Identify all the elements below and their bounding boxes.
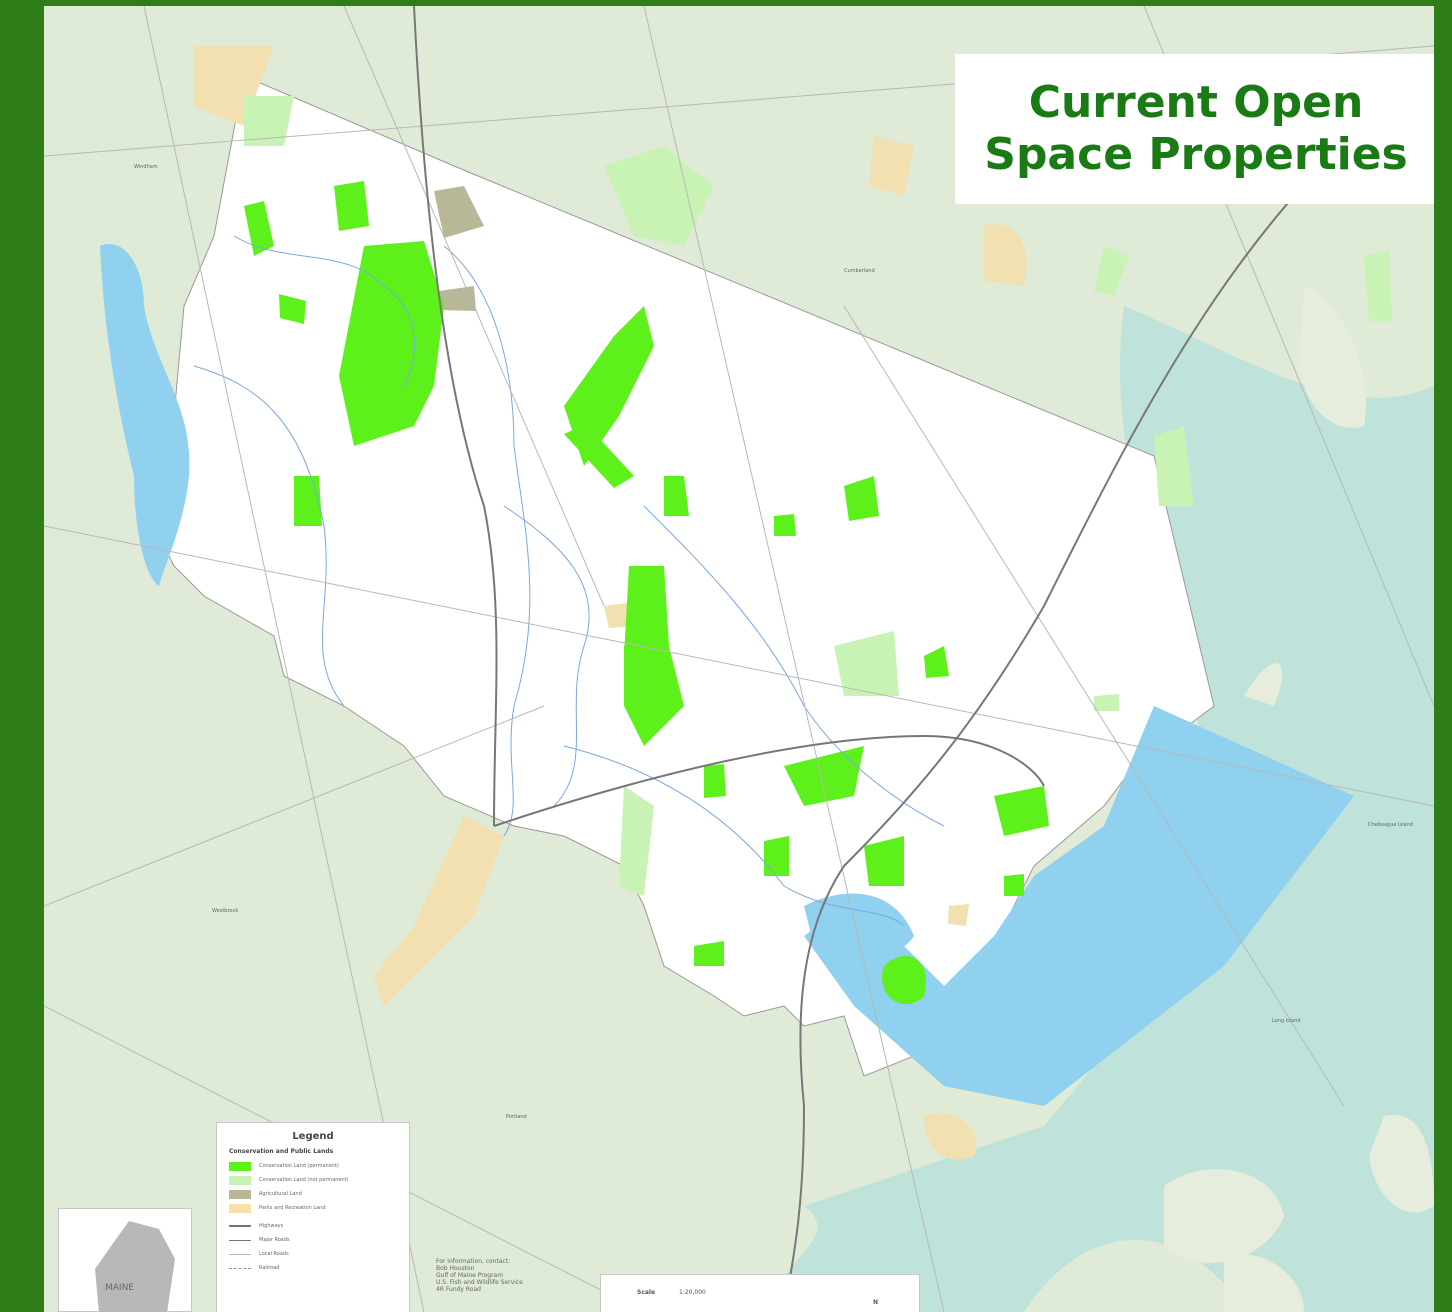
legend-item: Parks and Recreation Land bbox=[229, 1201, 409, 1215]
place-label-cumberland: Cumberland bbox=[844, 268, 875, 274]
legend-line-swatch bbox=[229, 1239, 251, 1241]
locator-inset-map: MAINE bbox=[58, 1208, 192, 1312]
map-title-line-2: Space Properties bbox=[984, 129, 1408, 180]
conservation-not-permanent bbox=[1364, 251, 1392, 321]
legend-item: Agricultural Land bbox=[229, 1187, 409, 1201]
place-label-chebeague: Chebeague Island bbox=[1368, 822, 1413, 828]
place-label-windham: Windham bbox=[134, 164, 158, 170]
legend-line-label: Major Roads bbox=[259, 1237, 290, 1243]
park-land bbox=[374, 816, 504, 1006]
conservation-not-permanent bbox=[1094, 246, 1129, 296]
legend-title: Legend bbox=[292, 1131, 334, 1142]
legend-line-label: Highways bbox=[259, 1223, 284, 1229]
legend-line-label: Local Roads bbox=[259, 1251, 289, 1257]
maine-shape bbox=[95, 1221, 175, 1312]
inlet-water bbox=[804, 893, 914, 956]
scale-label: Scale bbox=[637, 1289, 656, 1296]
conservation-not-permanent bbox=[1094, 694, 1119, 711]
conservation-not-permanent bbox=[604, 146, 714, 246]
agricultural-land bbox=[434, 186, 484, 238]
park-land bbox=[924, 1113, 976, 1160]
agricultural-land bbox=[439, 286, 476, 311]
legend-line-swatch bbox=[229, 1225, 251, 1227]
legend-swatch bbox=[229, 1161, 251, 1171]
bay-water bbox=[804, 706, 1354, 1106]
legend-swatch bbox=[229, 1175, 251, 1185]
legend-item-label: Agricultural Land bbox=[259, 1191, 302, 1197]
map-title-box: Current Open Space Properties bbox=[955, 54, 1434, 204]
open-space-map[interactable]: Windham Cumberland Westbrook Portland Lo… bbox=[44, 6, 1434, 1312]
legend-item-label: Conservation Land (permanent) bbox=[259, 1163, 339, 1169]
legend-line-swatch bbox=[229, 1253, 251, 1255]
island bbox=[1224, 1254, 1304, 1312]
legend-line-item: Railroad bbox=[229, 1261, 409, 1275]
scale-box: Scale 1:20,000 N bbox=[600, 1274, 920, 1312]
conservation-not-permanent bbox=[619, 786, 654, 896]
place-label-westbrook: Westbrook bbox=[212, 908, 239, 914]
park-land bbox=[984, 224, 1027, 286]
legend-line-item: Major Roads bbox=[229, 1233, 409, 1247]
legend-line-item: Local Roads bbox=[229, 1247, 409, 1261]
legend-line-item: Highways bbox=[229, 1219, 409, 1233]
legend-item-label: Conservation Land (not permanent) bbox=[259, 1177, 349, 1183]
legend-line-label: Railroad bbox=[259, 1265, 280, 1271]
scale-value: 1:20,000 bbox=[679, 1289, 706, 1296]
ocean-water bbox=[764, 306, 1434, 1312]
legend-subtitle: Conservation and Public Lands bbox=[229, 1148, 334, 1155]
inset-label: MAINE bbox=[105, 1283, 134, 1293]
contact-line: 4R Fundy Road bbox=[436, 1286, 481, 1293]
map-canvas bbox=[44, 6, 1434, 1312]
legend-item: Conservation Land (not permanent) bbox=[229, 1173, 409, 1187]
place-label-portland: Portland bbox=[506, 1114, 527, 1120]
highways bbox=[413, 6, 1434, 1312]
island bbox=[1299, 286, 1366, 428]
map-title-line-1: Current Open bbox=[1028, 77, 1364, 128]
legend-line-swatch bbox=[229, 1267, 251, 1269]
conservation-not-permanent bbox=[834, 631, 899, 696]
lake-water bbox=[100, 244, 190, 586]
conservation-permanent bbox=[244, 181, 1049, 1005]
legend-item: Conservation Land (permanent) bbox=[229, 1159, 409, 1173]
conservation-not-permanent bbox=[1154, 426, 1194, 506]
contact-line: U.S. Fish and Wildlife Service bbox=[436, 1279, 523, 1286]
legend-swatch bbox=[229, 1203, 251, 1213]
park-land bbox=[948, 904, 969, 926]
rivers bbox=[193, 235, 945, 927]
island bbox=[1244, 663, 1283, 706]
north-arrow-label: N bbox=[873, 1299, 879, 1306]
place-label-long-island: Long Island bbox=[1272, 1018, 1301, 1024]
legend-swatch bbox=[229, 1189, 251, 1199]
conservation-not-permanent bbox=[244, 96, 294, 146]
contact-info: For information, contact: Bob Houston Gu… bbox=[436, 1258, 586, 1293]
contact-line: Bob Houston bbox=[436, 1265, 475, 1272]
contact-line: Gulf of Maine Program bbox=[436, 1272, 504, 1279]
park-land bbox=[869, 136, 914, 196]
park-land bbox=[194, 46, 274, 126]
contact-line: For information, contact: bbox=[436, 1258, 511, 1265]
map-legend: Legend Conservation and Public Lands Con… bbox=[216, 1122, 410, 1312]
island bbox=[1164, 1169, 1284, 1263]
island bbox=[1369, 1114, 1434, 1213]
legend-item-label: Parks and Recreation Land bbox=[259, 1205, 326, 1211]
